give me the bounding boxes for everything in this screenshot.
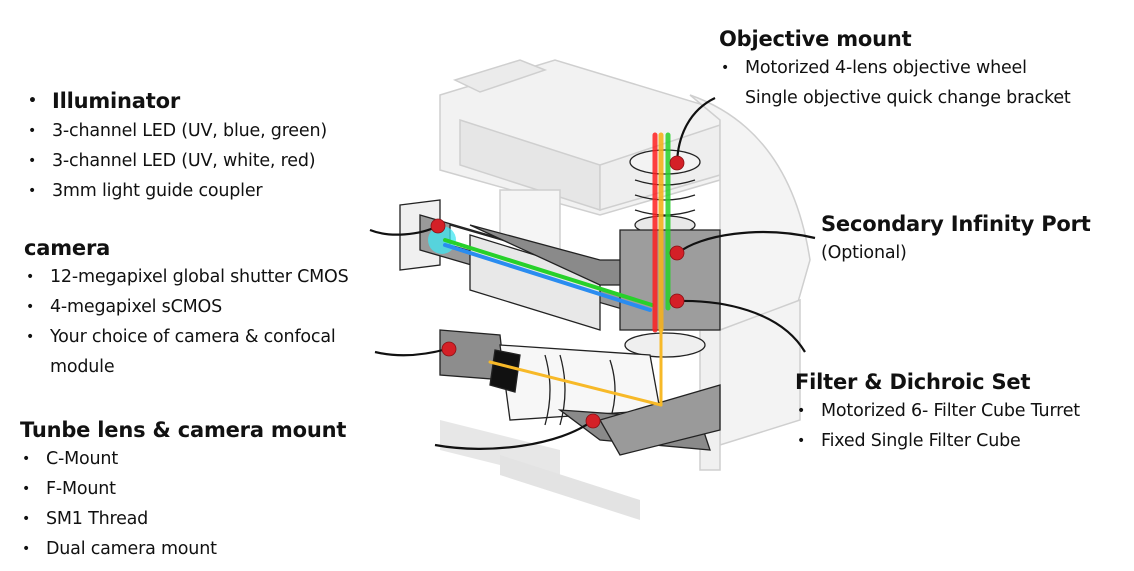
green-beam [443,238,654,307]
callout-illuminator: • Illuminator • 3-channel LED (UV, blue, … [26,86,327,206]
callout-tube-lens: Tunbe lens & camera mount • C-Mount • F-Mo… [20,416,346,564]
bullet-icon: • [22,541,31,557]
leader-lines [369,97,816,450]
item-text: 12-megapixel global shutter CMOS [50,267,349,287]
marker-secondary-port[interactable] [669,245,685,261]
item-text: Fixed Single Filter Cube [821,431,1021,451]
list-item: • 4-megapixel sCMOS [24,292,349,322]
leader-objective [675,97,716,164]
item-text: Single objective quick change bracket [745,88,1071,108]
list-item: • 3-channel LED (UV, white, red) [26,146,327,176]
leader-camera [374,347,448,357]
callout-title: • Illuminator [26,86,327,116]
list-item: • Motorized 4-lens objective wheel [719,53,1071,83]
marker-objective[interactable] [669,155,685,171]
bullet-icon: • [26,329,35,345]
callout-markers [430,155,685,429]
list-item: • F-Mount [20,474,346,504]
list-item: • SM1 Thread [20,504,346,534]
item-text: Dual camera mount [46,539,217,559]
callout-camera: camera • 12-megapixel global shutter CMOS… [24,234,349,382]
emission-camera-beam [488,360,663,407]
item-text: C-Mount [46,449,118,469]
secondary-port-note: (Optional) [821,243,907,263]
list-item: • Dual camera mount [20,534,346,564]
blue-beam [443,243,652,312]
list-item-continuation: module [24,352,349,382]
tube-lens-title: Tunbe lens & camera mount [20,418,347,442]
bullet-icon: • [28,93,37,109]
marker-illuminator[interactable] [430,218,446,234]
bullet-icon: • [26,269,35,285]
bullet-icon: • [721,60,730,76]
list-item: • C-Mount [20,444,346,474]
list-item: • 12-megapixel global shutter CMOS [24,262,349,292]
bullet-icon: • [797,433,806,449]
marker-filter-set[interactable] [669,293,685,309]
tube-lens-housing [439,329,721,456]
bullet-icon: • [22,511,31,527]
bullet-icon: • [797,403,806,419]
item-text: 3mm light guide coupler [52,181,263,201]
item-text: F-Mount [46,479,116,499]
bullet-icon: • [28,123,37,139]
callout-filter-set: Filter & Dichroic Set • Motorized 6- Filt… [795,368,1080,456]
callout-secondary-port: Secondary Infinity Port (Optional) [821,210,1091,268]
filter-set-title: Filter & Dichroic Set [795,370,1031,394]
item-text: SM1 Thread [46,509,149,529]
item-text: Motorized 4-lens objective wheel [745,58,1027,78]
list-item: Single objective quick change bracket [719,83,1071,113]
secondary-port-title: Secondary Infinity Port [821,212,1091,236]
item-text: module [50,357,115,377]
leader-secondary-port [677,230,816,254]
item-text: 3-channel LED (UV, blue, green) [52,121,327,141]
illuminator-title: Illuminator [52,89,180,113]
list-item: • Fixed Single Filter Cube [795,426,1080,456]
list-item: • 3mm light guide coupler [26,176,327,206]
bullet-icon: • [28,183,37,199]
objective-title: Objective mount [719,27,912,51]
item-text: Motorized 6- Filter Cube Turret [821,401,1080,421]
marker-tube-lens[interactable] [585,413,601,429]
list-item: • Your choice of camera & confocal [24,322,349,352]
marker-camera[interactable] [441,341,457,357]
bullet-icon: • [22,481,31,497]
leader-tube-lens [434,420,593,450]
callout-objective-mount: Objective mount • Motorized 4-lens object… [719,25,1071,113]
list-item: • 3-channel LED (UV, blue, green) [26,116,327,146]
leader-filter-set [677,299,806,353]
bullet-icon: • [28,153,37,169]
item-text: 3-channel LED (UV, white, red) [52,151,316,171]
bullet-icon: • [22,451,31,467]
item-text: 4-megapixel sCMOS [50,297,222,317]
list-item: • Motorized 6- Filter Cube Turret [795,396,1080,426]
bullet-icon: • [26,299,35,315]
camera-title: camera [24,236,111,260]
light-paths [428,132,671,407]
item-text: Your choice of camera & confocal [50,327,336,347]
